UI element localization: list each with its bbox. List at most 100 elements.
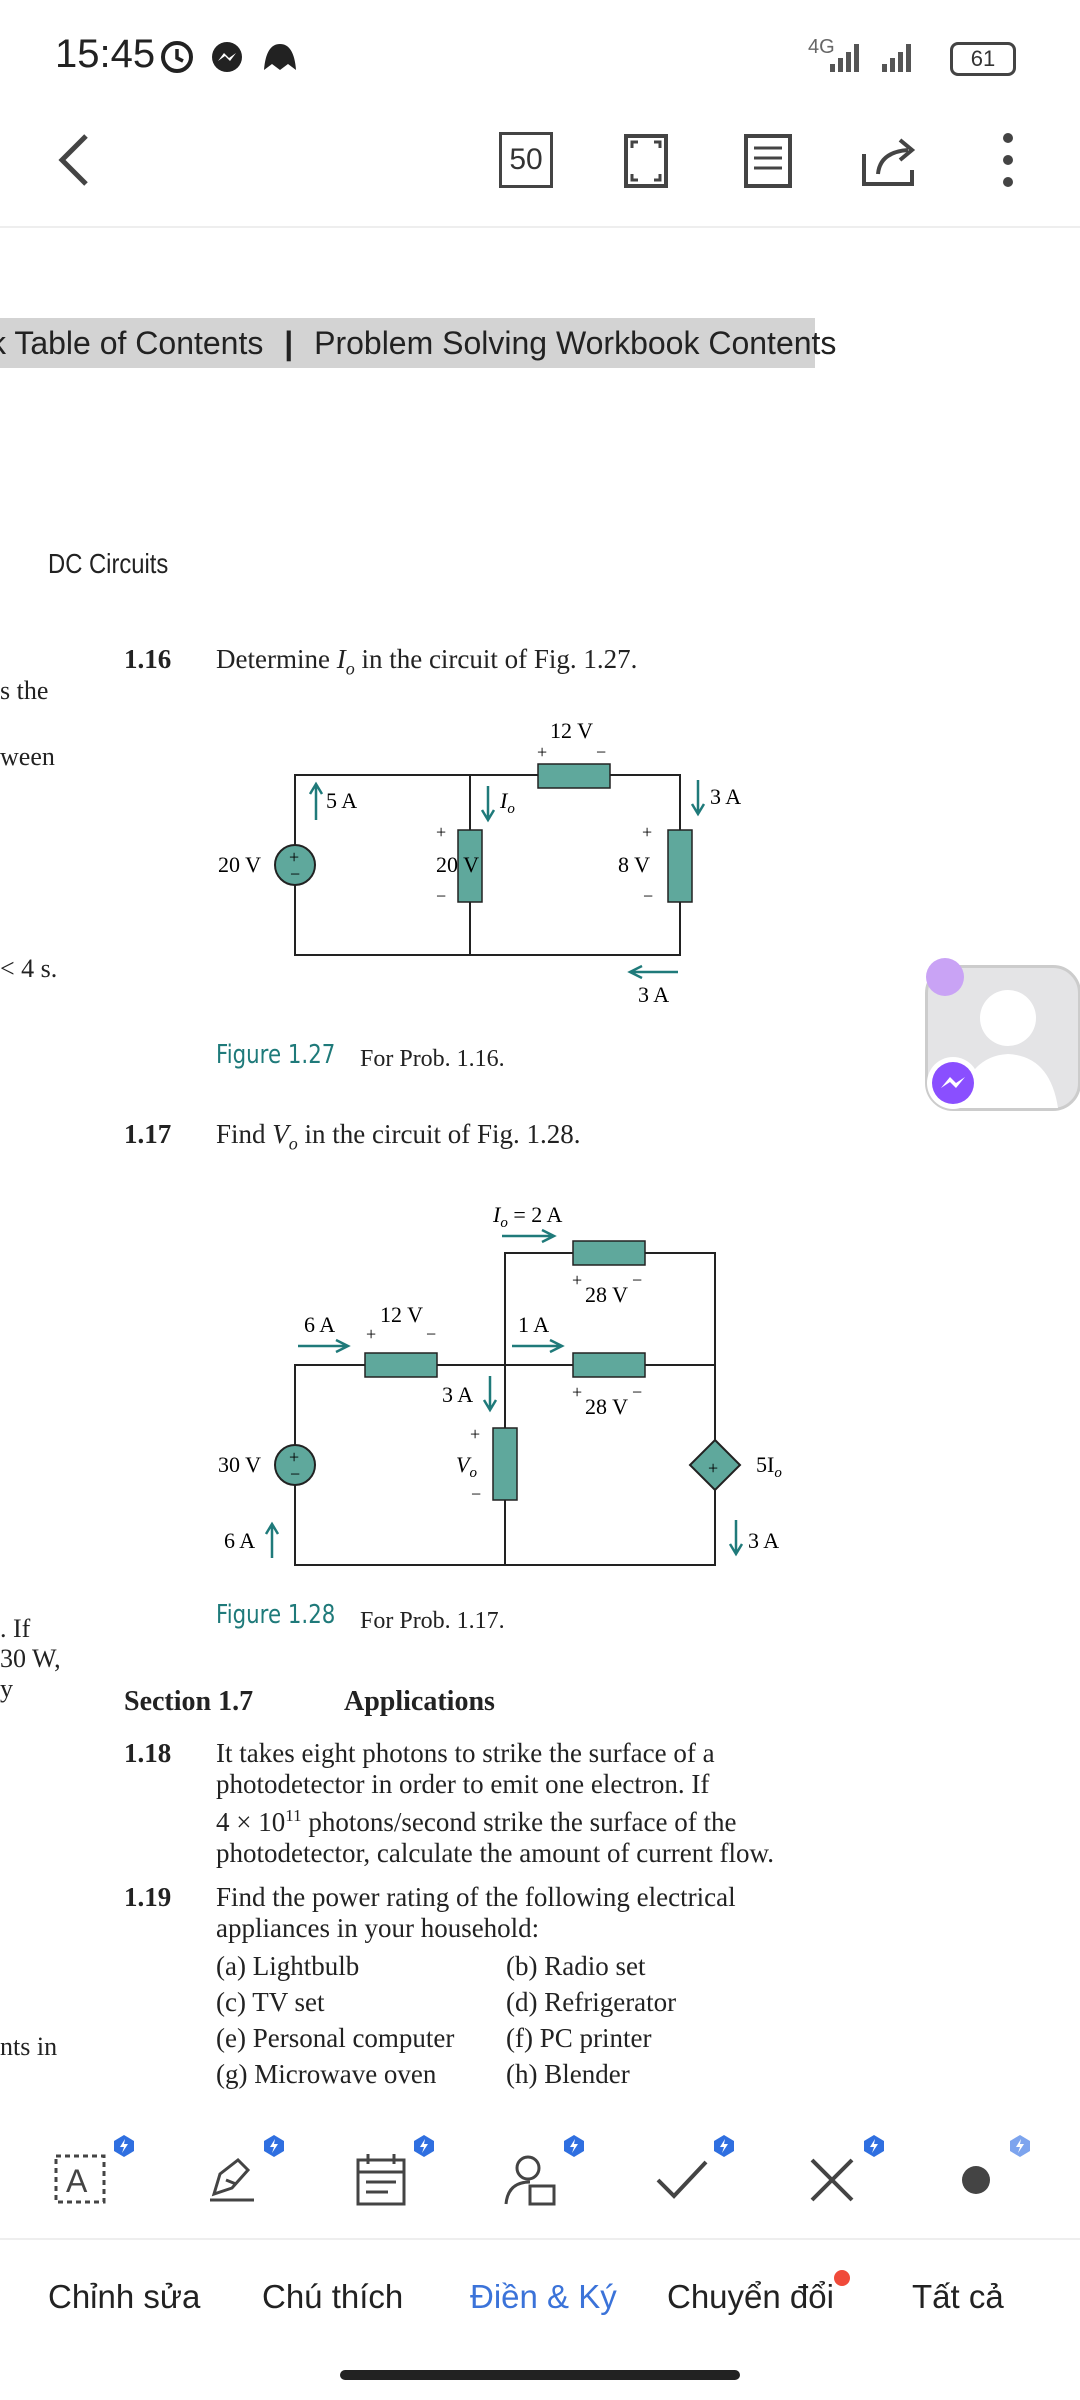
- arrow-3a-mid: [482, 1376, 498, 1413]
- home-indicator[interactable]: [340, 2370, 740, 2380]
- list-item: (h) Blender: [506, 2059, 630, 2089]
- left-column-text: ween: [0, 742, 55, 771]
- resistor-12v: [364, 1352, 438, 1378]
- label-right-v: 8 V: [618, 852, 650, 877]
- var: I: [336, 644, 346, 674]
- premium-badge-icon: [264, 2135, 284, 2157]
- tab-convert[interactable]: Chuyển đổi: [667, 2278, 834, 2315]
- plus: +: [572, 1270, 582, 1290]
- problem-number: 1.19: [124, 1882, 172, 1912]
- text: Determine: [216, 644, 337, 674]
- reading-mode-icon[interactable]: [740, 130, 800, 190]
- label-5a: 5 A: [326, 788, 357, 813]
- arrow-1a: [512, 1338, 565, 1354]
- avatar-silhouette-icon: [958, 990, 1058, 1108]
- checkmark-icon[interactable]: [652, 2150, 712, 2210]
- list-item: (d) Refrigerator: [506, 1987, 677, 2017]
- left-column-text: 30 W,: [0, 1644, 61, 1673]
- app-notification-icon: [264, 44, 296, 70]
- minus: −: [596, 742, 606, 762]
- status-time: 15:45: [55, 32, 156, 76]
- label-io-top: Io = 2 A: [492, 1202, 563, 1231]
- dep-plus: +: [708, 1458, 718, 1478]
- wires: [294, 1252, 716, 1566]
- section-title: Applications: [344, 1686, 495, 1717]
- svg-text:A: A: [66, 2163, 88, 2199]
- plus: +: [436, 822, 446, 842]
- toc-banner: k Table of Contents | Problem Solving Wo…: [0, 318, 836, 368]
- page-count-button[interactable]: 50: [496, 130, 556, 190]
- io: I: [492, 1202, 502, 1227]
- sci-exp: 11: [285, 1806, 302, 1825]
- appliance-list: (a) Lightbulb(b) Radio set (c) TV set(d)…: [216, 1948, 856, 2092]
- list-item: (b) Radio set: [506, 1951, 646, 1981]
- cross-icon[interactable]: [802, 2150, 862, 2210]
- label-28v-mid: 28 V: [585, 1394, 628, 1419]
- label-mid-v: 20 V: [436, 852, 479, 877]
- label-3a-right: 3 A: [710, 784, 741, 809]
- toolbar-divider: [0, 226, 1080, 228]
- dep: 5I: [756, 1452, 774, 1477]
- minus: −: [632, 1382, 642, 1402]
- premium-badge-icon: [114, 2135, 134, 2157]
- arrow-6a-top: [298, 1338, 351, 1354]
- text: Find: [216, 1119, 273, 1149]
- problem-number: 1.17: [124, 1119, 172, 1149]
- tab-fill-sign[interactable]: Điền & Ký: [470, 2278, 617, 2315]
- minus: −: [632, 1270, 642, 1290]
- minus: −: [436, 886, 446, 906]
- tab-annotate[interactable]: Chú thích: [262, 2278, 404, 2315]
- more-icon[interactable]: [990, 130, 1030, 190]
- dot-icon[interactable]: [952, 2150, 1012, 2210]
- signature-icon[interactable]: [202, 2150, 262, 2210]
- dep-sub: o: [774, 1465, 782, 1481]
- problem-text: Find the power rating of the following e…: [216, 1882, 856, 1944]
- arrow-5a: [308, 781, 324, 820]
- label-src-v: 20 V: [218, 852, 261, 877]
- line: 4 × 1011 photons/second strike the surfa…: [216, 1800, 856, 1838]
- premium-badge-icon: [714, 2135, 734, 2157]
- src-minus: −: [290, 1464, 300, 1484]
- figure-label: Figure 1.28: [216, 1600, 336, 1630]
- share-icon[interactable]: [858, 130, 928, 190]
- sci-base: 4 × 10: [216, 1807, 286, 1837]
- io-sub: o: [500, 1215, 508, 1231]
- line: Find the power rating of the following e…: [216, 1882, 736, 1912]
- src-minus: −: [290, 864, 300, 884]
- running-head: DC Circuits: [48, 548, 169, 579]
- plus: +: [572, 1382, 582, 1402]
- plus: +: [366, 1324, 376, 1344]
- figure-label: Figure 1.27: [216, 1040, 336, 1070]
- src-plus: +: [289, 1447, 299, 1467]
- status-icons: [161, 41, 296, 73]
- text-field-icon[interactable]: A: [52, 2150, 112, 2210]
- list-item: (c) TV set: [216, 1987, 325, 2017]
- text: in the circuit of Fig. 1.28.: [297, 1119, 581, 1149]
- label-io: Io: [499, 788, 515, 817]
- left-column-text: . If: [0, 1614, 31, 1643]
- tab-edit[interactable]: Chỉnh sửa: [48, 2278, 201, 2315]
- label-3a-right: 3 A: [748, 1528, 779, 1553]
- battery-icon: 61: [950, 42, 1016, 76]
- network-type: 4G: [808, 36, 835, 58]
- resistor-mid: [572, 1352, 646, 1378]
- date-icon[interactable]: [352, 2150, 412, 2210]
- label-top-v: 12 V: [550, 718, 593, 743]
- profile-icon[interactable]: [502, 2150, 562, 2210]
- minus: −: [426, 1324, 436, 1344]
- battery-level: 61: [970, 46, 996, 71]
- fullscreen-icon[interactable]: [620, 130, 680, 190]
- label-12v: 12 V: [380, 1302, 423, 1327]
- back-icon[interactable]: [50, 130, 100, 190]
- messenger-icon[interactable]: [925, 1055, 981, 1111]
- toc-workbook-link[interactable]: Problem Solving Workbook Contents: [314, 325, 837, 361]
- plus: +: [470, 1424, 480, 1444]
- premium-badge-icon: [414, 2135, 434, 2157]
- toc-book-link[interactable]: k Table of Contents: [0, 325, 264, 361]
- label-dep: 5Io: [756, 1452, 782, 1481]
- resistor-right: [667, 829, 693, 903]
- page-count: 50: [499, 132, 553, 188]
- tab-all[interactable]: Tất cả: [912, 2278, 1004, 2315]
- plus: +: [642, 822, 652, 842]
- io-val: = 2 A: [508, 1202, 563, 1227]
